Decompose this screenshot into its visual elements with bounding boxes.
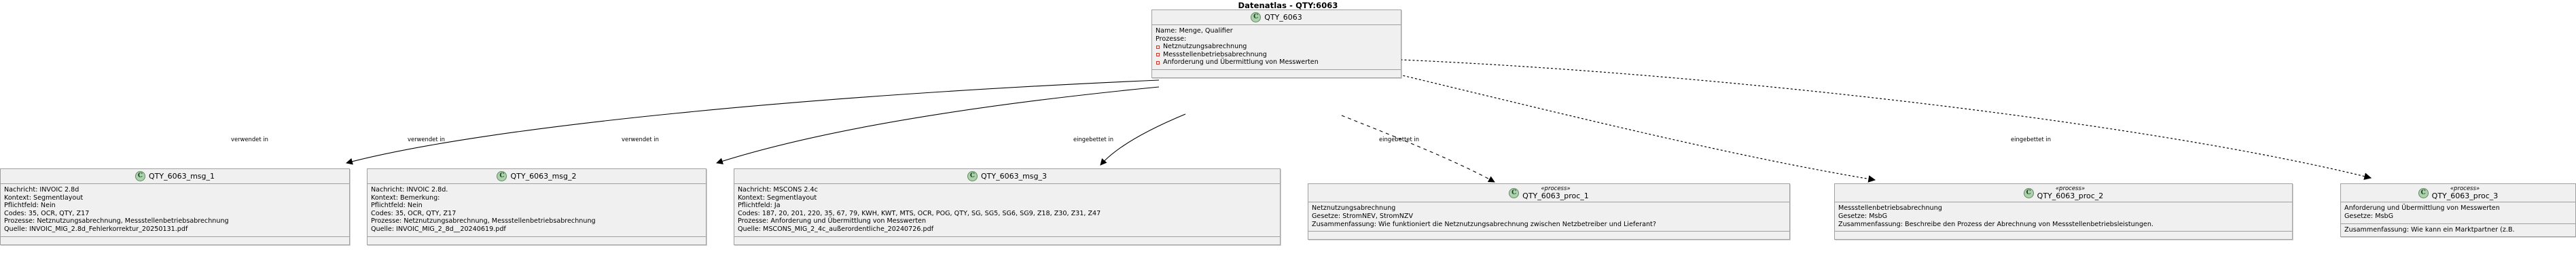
class-icon: C xyxy=(1509,187,1520,198)
class-node-qty-6063-msg-1[interactable]: C QTY_6063_msg_1 Nachricht: INVOIC 2.8d … xyxy=(0,168,350,245)
attribute-row: Nachricht: MSCONS 2.4c xyxy=(738,186,818,194)
attribute-row: Prozesse: Netznutzungsabrechnung, Messst… xyxy=(371,217,596,225)
attribute-row: Codes: 35, OCR, QTY, Z17 xyxy=(371,209,457,217)
attribute-row: Kontext: Bemerkung: xyxy=(371,194,440,202)
class-node-header: C «process» QTY_6063_proc_3 xyxy=(2341,184,2575,203)
edge-eingebettet-in-proc-3 xyxy=(1400,59,2372,180)
class-node-qty-6063-proc-2[interactable]: C «process» QTY_6063_proc_2 Messstellenb… xyxy=(1834,183,2293,240)
attribute-row: Quelle: INVOIC_MIG_2.8d_Fehlerkorrektur_… xyxy=(4,225,188,233)
attribute-row: Zusammenfassung: Wie kann ein Marktpartn… xyxy=(2344,225,2515,234)
class-node-header: C QTY_6063_msg_1 xyxy=(1,169,349,184)
class-node-header: C «process» QTY_6063_proc_1 xyxy=(1308,184,1789,203)
class-node-title: QTY_6063_proc_2 xyxy=(2037,191,2104,200)
attribute-row: Codes: 187, 20, 201, 220, 35, 67, 79, KW… xyxy=(738,209,1101,217)
class-icon: C xyxy=(1251,12,1262,22)
class-node-title: QTY_6063_proc_1 xyxy=(1522,191,1589,200)
edge-eingebettet-in-proc-1 xyxy=(1341,115,1495,183)
class-node-attributes: Nachricht: INVOIC 2.8d Kontext: Segmentl… xyxy=(1,184,349,237)
class-node-qty-6063-msg-2[interactable]: C QTY_6063_msg_2 Nachricht: INVOIC 2.8d.… xyxy=(367,168,706,245)
class-node-attributes: Netznutzungsabrechnung Gesetze: StromNEV… xyxy=(1308,202,1789,232)
class-node-title: QTY_6063 xyxy=(1264,13,1302,22)
class-node-title: QTY_6063_msg_3 xyxy=(980,172,1048,181)
class-node-title: QTY_6063_msg_1 xyxy=(148,172,215,181)
attribute-row: Pflichtfeld: Nein xyxy=(371,202,423,210)
edge-label-eingebettet-in-2: eingebettet in xyxy=(1379,136,1420,143)
attribute-row-process: Anforderung und Übermittlung von Messwer… xyxy=(1156,58,1397,67)
attribute-row: Nachricht: INVOIC 2.8d xyxy=(4,186,79,194)
attribute-row: Gesetze: MsbG xyxy=(2344,213,2394,221)
class-node-attributes: Anforderung und Übermittlung von Messwer… xyxy=(2341,202,2575,224)
class-node-operations xyxy=(1152,70,1401,77)
attribute-row: Pflichtfeld: Ja xyxy=(738,202,781,210)
edge-verwendet-in-msg-1 xyxy=(346,79,1160,165)
class-node-operations xyxy=(368,237,706,244)
stereotype-label: «process» xyxy=(2450,185,2480,192)
class-icon: C xyxy=(2023,187,2034,198)
class-node-header: C «process» QTY_6063_proc_2 xyxy=(1835,184,2292,203)
attribute-row: Name: Menge, Qualifier xyxy=(1156,27,1233,35)
class-node-operations xyxy=(734,237,1280,244)
attribute-row: Codes: 35, OCR, QTY, Z17 xyxy=(4,209,90,217)
attribute-row-process: Messstellenbetriebsabrechnung xyxy=(1156,51,1397,59)
edge-label-eingebettet-in-3: eingebettet in xyxy=(2011,136,2052,143)
edge-label-verwendet-in-3: verwendet in xyxy=(622,136,659,143)
edge-label-eingebettet-in-1: eingebettet in xyxy=(1073,136,1114,143)
attribute-row: Anforderung und Übermittlung von Messwer… xyxy=(2344,204,2500,213)
class-node-operations: Zusammenfassung: Wie kann ein Marktpartn… xyxy=(2341,224,2575,237)
attribute-row: Quelle: MSCONS_MIG_2_4c_außerordentliche… xyxy=(738,225,934,233)
attribute-row: Gesetze: StromNEV, StromNZV xyxy=(1312,213,1414,221)
edge-label-verwendet-in-1: verwendet in xyxy=(231,136,268,143)
class-node-qty-6063[interactable]: C QTY_6063 Name: Menge, Qualifier Prozes… xyxy=(1151,10,1401,78)
attribute-row: Netznutzungsabrechnung xyxy=(1312,204,1396,213)
class-icon: C xyxy=(497,171,507,181)
attribute-row: Nachricht: INVOIC 2.8d. xyxy=(371,186,448,194)
class-node-header: C QTY_6063_msg_2 xyxy=(368,169,706,184)
class-node-attributes: Messstellenbetriebsabrechnung Gesetze: M… xyxy=(1835,202,2292,232)
class-node-attributes: Nachricht: MSCONS 2.4c Kontext: Segmentl… xyxy=(734,184,1280,237)
attribute-row: Quelle: INVOIC_MIG_2_8d__20240619.pdf xyxy=(371,225,506,233)
attribute-row-process: Netznutzungsabrechnung xyxy=(1156,43,1397,51)
class-node-qty-6063-proc-1[interactable]: C «process» QTY_6063_proc_1 Netznutzungs… xyxy=(1308,183,1790,240)
attribute-row: Kontext: Segmentlayout xyxy=(4,194,84,202)
attribute-row: Prozesse: Netznutzungsabrechnung, Messst… xyxy=(4,217,229,225)
attribute-row: Pflichtfeld: Nein xyxy=(4,202,56,210)
class-node-operations xyxy=(1835,232,2292,239)
edge-eingebettet-in-proc-2 xyxy=(1399,74,1876,183)
class-icon: C xyxy=(967,171,978,181)
attribute-row: Messstellenbetriebsabrechnung xyxy=(1838,204,1942,213)
attribute-row: Zusammenfassung: Beschreibe den Prozess … xyxy=(1838,220,2153,228)
stereotype-label: «process» xyxy=(2055,185,2086,192)
edge-verwendet-in-msg-2 xyxy=(716,86,1160,165)
attribute-row: Prozesse: xyxy=(1156,35,1187,43)
class-node-attributes: Name: Menge, Qualifier Prozesse: Netznut… xyxy=(1152,25,1401,70)
attribute-row: Kontext: Segmentlayout xyxy=(738,194,817,202)
edge-label-verwendet-in-2: verwendet in xyxy=(408,136,445,143)
class-node-operations xyxy=(1308,232,1789,239)
attribute-row: Gesetze: MsbG xyxy=(1838,213,1888,221)
attribute-row: Prozesse: Anforderung und Übermittlung v… xyxy=(738,217,927,225)
class-node-title: QTY_6063_msg_2 xyxy=(510,172,577,181)
class-icon: C xyxy=(135,171,145,181)
class-node-qty-6063-proc-3[interactable]: C «process» QTY_6063_proc_3 Anforderung … xyxy=(2340,183,2576,238)
class-node-header: C QTY_6063 xyxy=(1152,10,1401,25)
attribute-row: Zusammenfassung: Wie funktioniert die Ne… xyxy=(1312,220,1656,228)
stereotype-label: «process» xyxy=(1541,185,1571,192)
class-node-operations xyxy=(1,237,349,244)
page-title: Datenatlas - QTY:6063 xyxy=(1238,1,1338,10)
class-node-qty-6063-msg-3[interactable]: C QTY_6063_msg_3 Nachricht: MSCONS 2.4c … xyxy=(734,168,1281,245)
class-icon: C xyxy=(2418,187,2429,198)
class-node-title: QTY_6063_proc_3 xyxy=(2431,191,2499,200)
class-node-header: C QTY_6063_msg_3 xyxy=(734,169,1280,184)
class-node-attributes: Nachricht: INVOIC 2.8d. Kontext: Bemerku… xyxy=(368,184,706,237)
